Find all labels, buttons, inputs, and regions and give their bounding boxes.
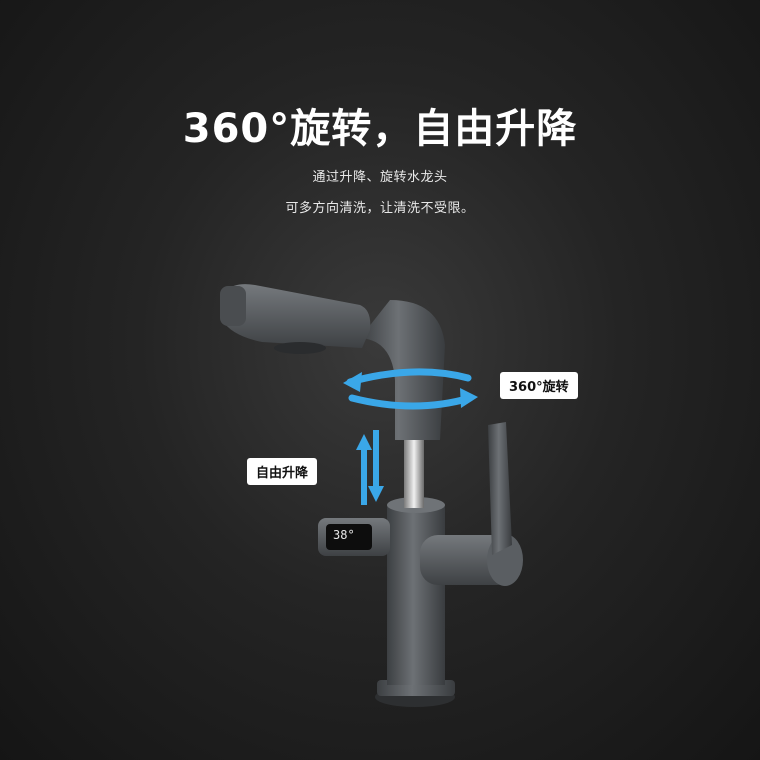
spray-head-tip (220, 286, 246, 326)
rotate-arrow-head-left (343, 372, 362, 392)
headline: 360°旋转，自由升降 (182, 106, 578, 152)
rotate-arrow-lower (348, 394, 474, 410)
spray-head (222, 284, 371, 348)
subtitle-line-1: 通过升降、旋转水龙头 (312, 170, 448, 185)
subtitle-line-2: 可多方向清洗，让清洗不受限。 (285, 201, 475, 216)
faucet-body (387, 505, 445, 685)
rotate-arrow-head-right (460, 388, 478, 408)
rotate-label: 360°旋转 (500, 372, 578, 399)
lever-handle (488, 422, 512, 555)
spray-nozzle (274, 342, 326, 354)
temperature-readout: 38° (333, 528, 355, 542)
temperature-display (326, 524, 372, 550)
lift-label: 自由升降 (247, 458, 318, 485)
lift-arrow-head-up (356, 434, 372, 450)
rotate-arrow-upper (346, 368, 472, 386)
lift-arrow-head-down (368, 486, 384, 502)
lift-rod (404, 440, 424, 508)
